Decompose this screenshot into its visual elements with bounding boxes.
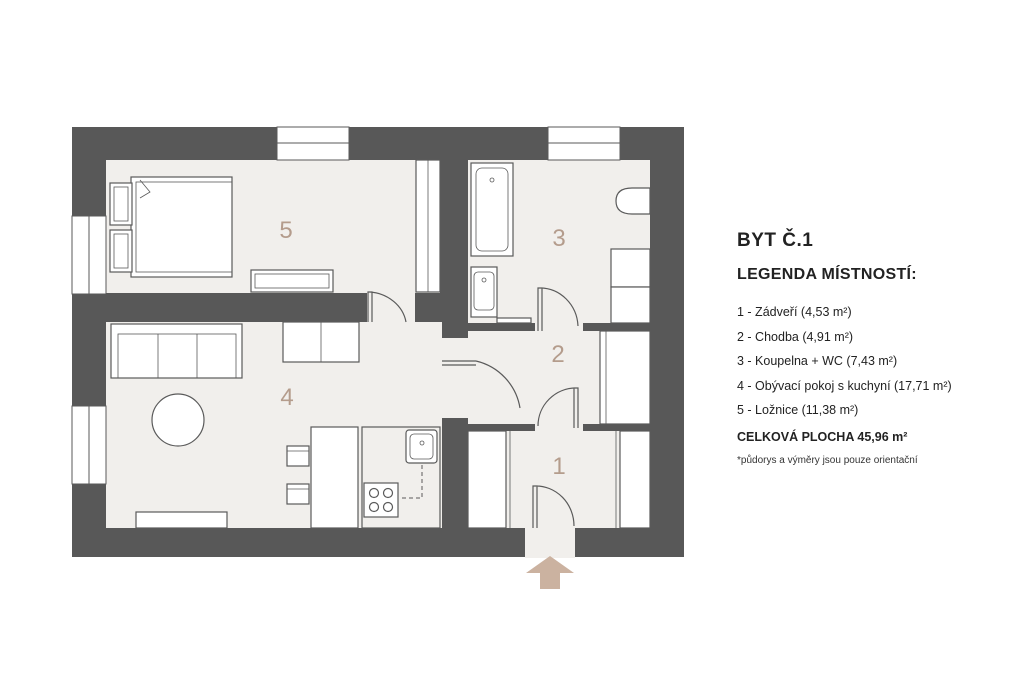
door-opening-hall [535, 422, 583, 433]
windows [71, 126, 621, 485]
toilet [615, 187, 651, 215]
cooktop [363, 482, 399, 518]
hall-wardrobe [599, 330, 651, 425]
sofa [110, 323, 243, 379]
kitchen-island [310, 426, 359, 529]
sink [470, 266, 498, 318]
room-number-hallway: 2 [551, 341, 564, 368]
room-number-bedroom: 5 [279, 217, 292, 244]
apartment-title: BYT Č.1 [737, 230, 814, 251]
legend-item: 3 - Koupelna + WC (7,43 m²) [737, 354, 898, 368]
legend-item: 5 - Ložnice (11,38 m²) [737, 403, 859, 417]
shoe-cabinet-left [467, 430, 507, 529]
door-bathroom [537, 287, 579, 331]
door-opening-bathroom [535, 320, 583, 333]
tv-stand [135, 511, 228, 529]
doors [367, 287, 579, 528]
disclaimer-note: *půdorys a výměry jsou pouze orientační [737, 454, 918, 466]
bench [250, 269, 334, 293]
door-opening-front [525, 526, 575, 558]
room-number-entrance: 1 [552, 453, 565, 480]
door-living [442, 360, 521, 409]
legend-item: 1 - Zádveří (4,53 m²) [737, 305, 852, 319]
room-number-living: 4 [280, 384, 293, 411]
bathtub [470, 162, 514, 257]
door-hall [537, 387, 579, 428]
shoe-cabinet-right [619, 430, 651, 529]
nightstand-bottom [109, 229, 133, 273]
door-front [532, 485, 575, 528]
round-table [151, 393, 205, 447]
legend-heading: LEGENDA MÍSTNOSTÍ: [737, 266, 917, 283]
total-area: CELKOVÁ PLOCHA 45,96 m² [737, 429, 908, 444]
legend-item: 4 - Obývací pokoj s kuchyní (17,71 m²) [737, 378, 952, 393]
door-opening-bedroom [367, 291, 415, 324]
arrow-up-icon [526, 556, 574, 589]
door-bedroom [367, 291, 407, 323]
kitchen-sink [405, 429, 438, 464]
door-opening-living [439, 338, 470, 418]
furniture [109, 159, 651, 529]
kitchen-counter [361, 426, 441, 529]
washer-top [610, 248, 651, 288]
bed [130, 176, 233, 278]
towel-rail [496, 317, 532, 324]
legend-item: 2 - Chodba (4,91 m²) [737, 329, 854, 344]
nightstand-top [109, 182, 133, 226]
washer-bottom [610, 286, 651, 324]
bar-stool-bottom [286, 483, 310, 505]
bar-stool-top [286, 445, 310, 467]
room-number-bathroom: 3 [552, 225, 565, 252]
legend: BYT Č.1 LEGENDA MÍSTNOSTÍ: 1 - Zádveří (… [737, 230, 1017, 471]
